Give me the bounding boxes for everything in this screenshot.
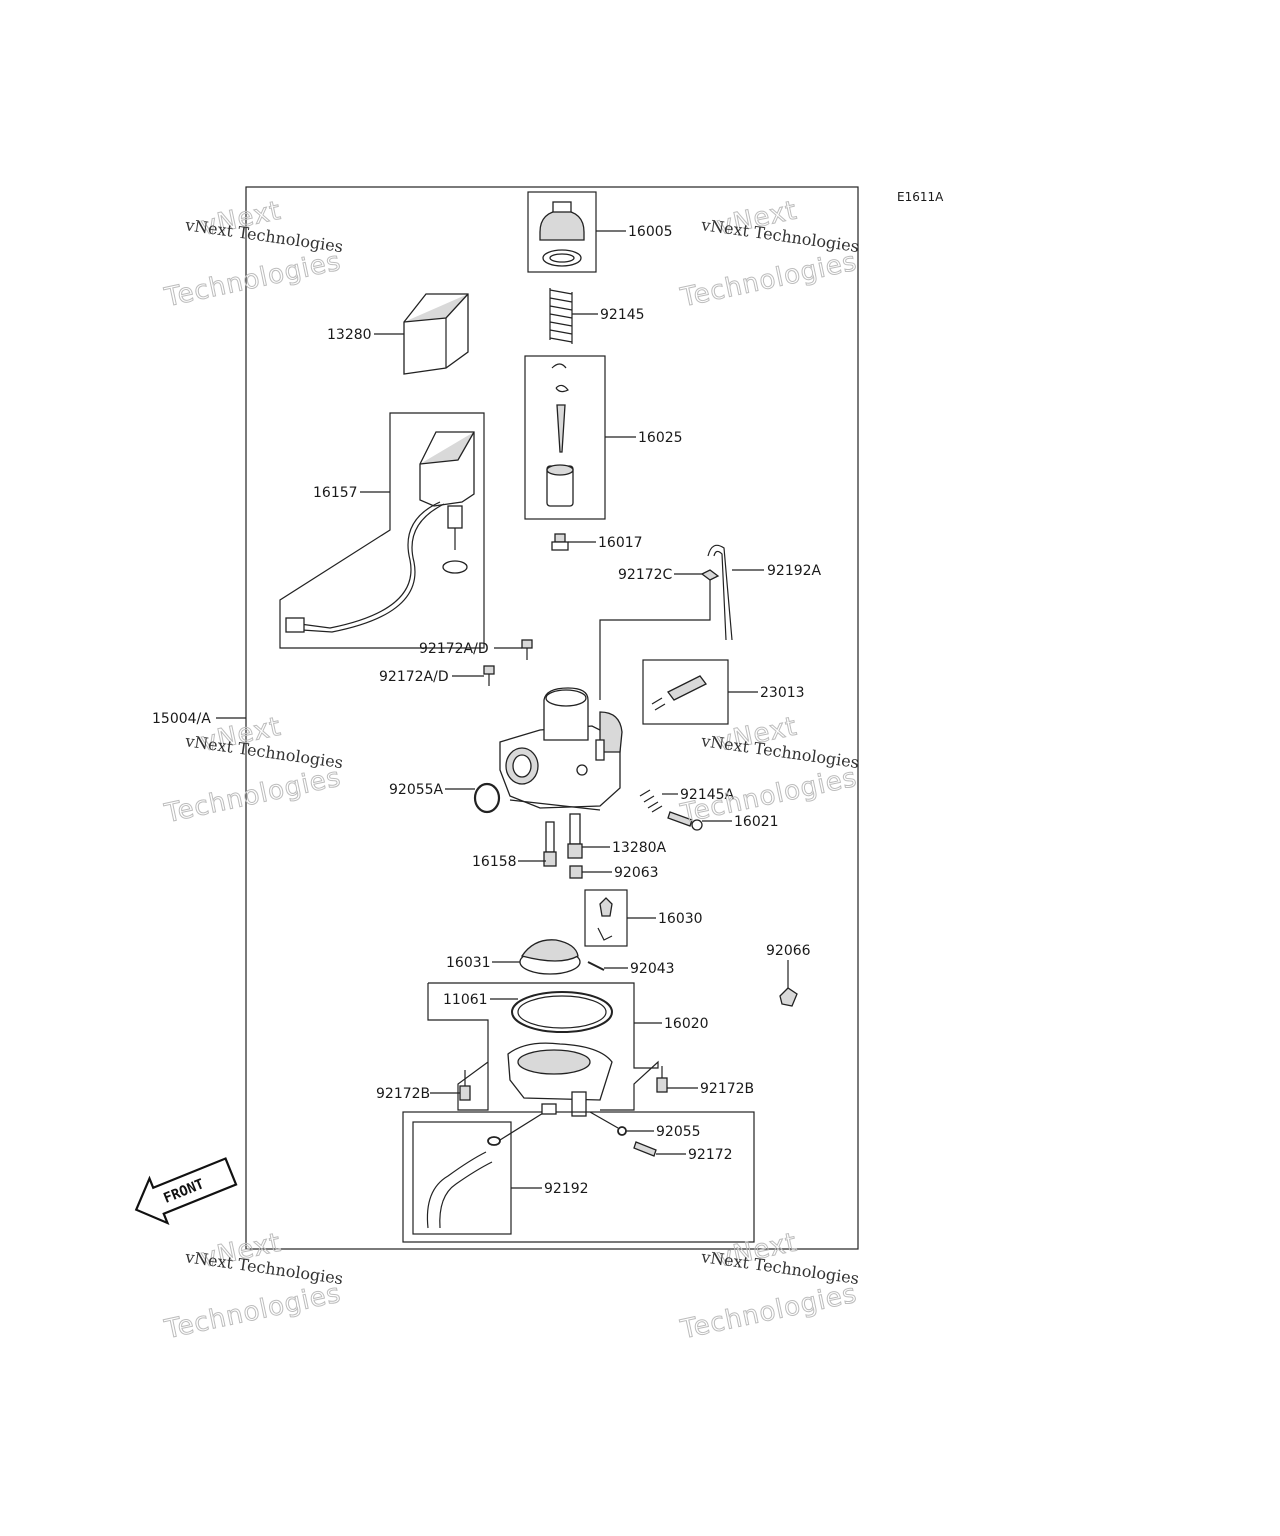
- part-92043-pin[interactable]: [587, 961, 605, 971]
- label-13280: 13280: [327, 327, 372, 343]
- label-15004A: 15004/A: [152, 711, 211, 727]
- float-bowl-group-outline: [427, 982, 659, 1111]
- watermark-mid-right: vNext vNext Technologies Technologies: [677, 711, 860, 830]
- svg-text:Technologies: Technologies: [678, 1279, 860, 1346]
- part-92192A-tube[interactable]: [707, 544, 733, 641]
- label-23013: 23013: [760, 685, 805, 701]
- label-92145: 92145: [600, 307, 645, 323]
- part-92172C-clip[interactable]: [700, 569, 720, 581]
- part-92192-tube[interactable]: [426, 1103, 557, 1229]
- part-92145-spring[interactable]: [549, 288, 573, 344]
- tube-92192-outline: [412, 1121, 512, 1235]
- part-16017-jet[interactable]: [551, 533, 569, 551]
- part-16031-float[interactable]: [519, 939, 581, 975]
- label-92172B-right: 92172B: [700, 1081, 754, 1097]
- drain-group-outline: [402, 1111, 755, 1243]
- label-92055A: 92055A: [389, 782, 444, 798]
- label-92063: 92063: [614, 865, 659, 881]
- part-15004A-carburetor-body[interactable]: [499, 687, 623, 811]
- label-11061: 11061: [443, 992, 488, 1008]
- part-16021-screw[interactable]: [667, 811, 703, 831]
- label-16017: 16017: [598, 535, 643, 551]
- watermark-mid-left: vNext vNext Technologies Technologies: [161, 711, 344, 829]
- part-16158-jet[interactable]: [543, 821, 557, 867]
- part-92055A-oring[interactable]: [473, 782, 501, 814]
- watermark-bottom-right: vNext vNext Technologies Technologies: [677, 1227, 860, 1346]
- label-16157: 16157: [313, 485, 358, 501]
- watermark-top-right: vNext vNext Technologies Technologies: [677, 195, 860, 314]
- label-16025: 16025: [638, 430, 683, 446]
- part-92066-cap[interactable]: [779, 960, 798, 1007]
- label-92043: 92043: [630, 961, 675, 977]
- part-11061-gasket[interactable]: [511, 991, 613, 1033]
- svg-text:Technologies: Technologies: [678, 247, 860, 314]
- label-16030: 16030: [658, 911, 703, 927]
- label-92066: 92066: [766, 943, 811, 959]
- label-16020: 16020: [664, 1016, 709, 1032]
- label-92172: 92172: [688, 1147, 733, 1163]
- part-13280A-needle-jet[interactable]: [567, 813, 583, 859]
- part-92055-oring[interactable]: [617, 1126, 627, 1136]
- part-92063-jet[interactable]: [569, 865, 583, 879]
- label-16158: 16158: [472, 854, 517, 870]
- part-16157-choke[interactable]: [279, 412, 485, 649]
- part-16020-float-bowl[interactable]: [507, 1042, 613, 1117]
- watermark-bottom-left: vNext vNext Technologies Technologies: [161, 1227, 344, 1345]
- svg-text:Technologies: Technologies: [162, 1278, 344, 1345]
- label-92172AD-1: 92172A/D: [419, 641, 489, 657]
- part-16030-float-valve[interactable]: [584, 889, 628, 947]
- part-92172AD-screw-2[interactable]: [483, 665, 495, 686]
- label-92055: 92055: [656, 1124, 701, 1140]
- part-92145A-spring[interactable]: [639, 789, 663, 813]
- part-16005-cap[interactable]: [527, 191, 597, 273]
- part-13280-cover[interactable]: [403, 293, 469, 375]
- part-92172B-screw-left[interactable]: [459, 1070, 471, 1101]
- label-92145A: 92145A: [680, 787, 735, 803]
- label-92172C: 92172C: [618, 567, 673, 583]
- part-23013-screw-kit[interactable]: [642, 659, 729, 725]
- label-13280A: 13280A: [612, 840, 667, 856]
- label-16031: 16031: [446, 955, 491, 971]
- diagram-ref-code: E1611A: [897, 190, 944, 204]
- part-92172-drain-screw[interactable]: [633, 1141, 657, 1157]
- label-16005: 16005: [628, 224, 673, 240]
- svg-text:Technologies: Technologies: [162, 246, 344, 313]
- part-92172B-screw-right[interactable]: [656, 1066, 668, 1093]
- part-92172AD-screw-1[interactable]: [521, 639, 533, 660]
- label-92192: 92192: [544, 1181, 589, 1197]
- label-16021: 16021: [734, 814, 779, 830]
- watermark-top-left: vNext vNext Technologies Technologies: [161, 195, 344, 313]
- label-92172B-left: 92172B: [376, 1086, 430, 1102]
- front-direction-arrow: FRONT: [134, 1157, 238, 1226]
- label-92192A: 92192A: [767, 563, 822, 579]
- label-92172AD-2: 92172A/D: [379, 669, 449, 685]
- part-16025-slide-kit[interactable]: [524, 355, 606, 520]
- svg-text:Technologies: Technologies: [162, 762, 344, 829]
